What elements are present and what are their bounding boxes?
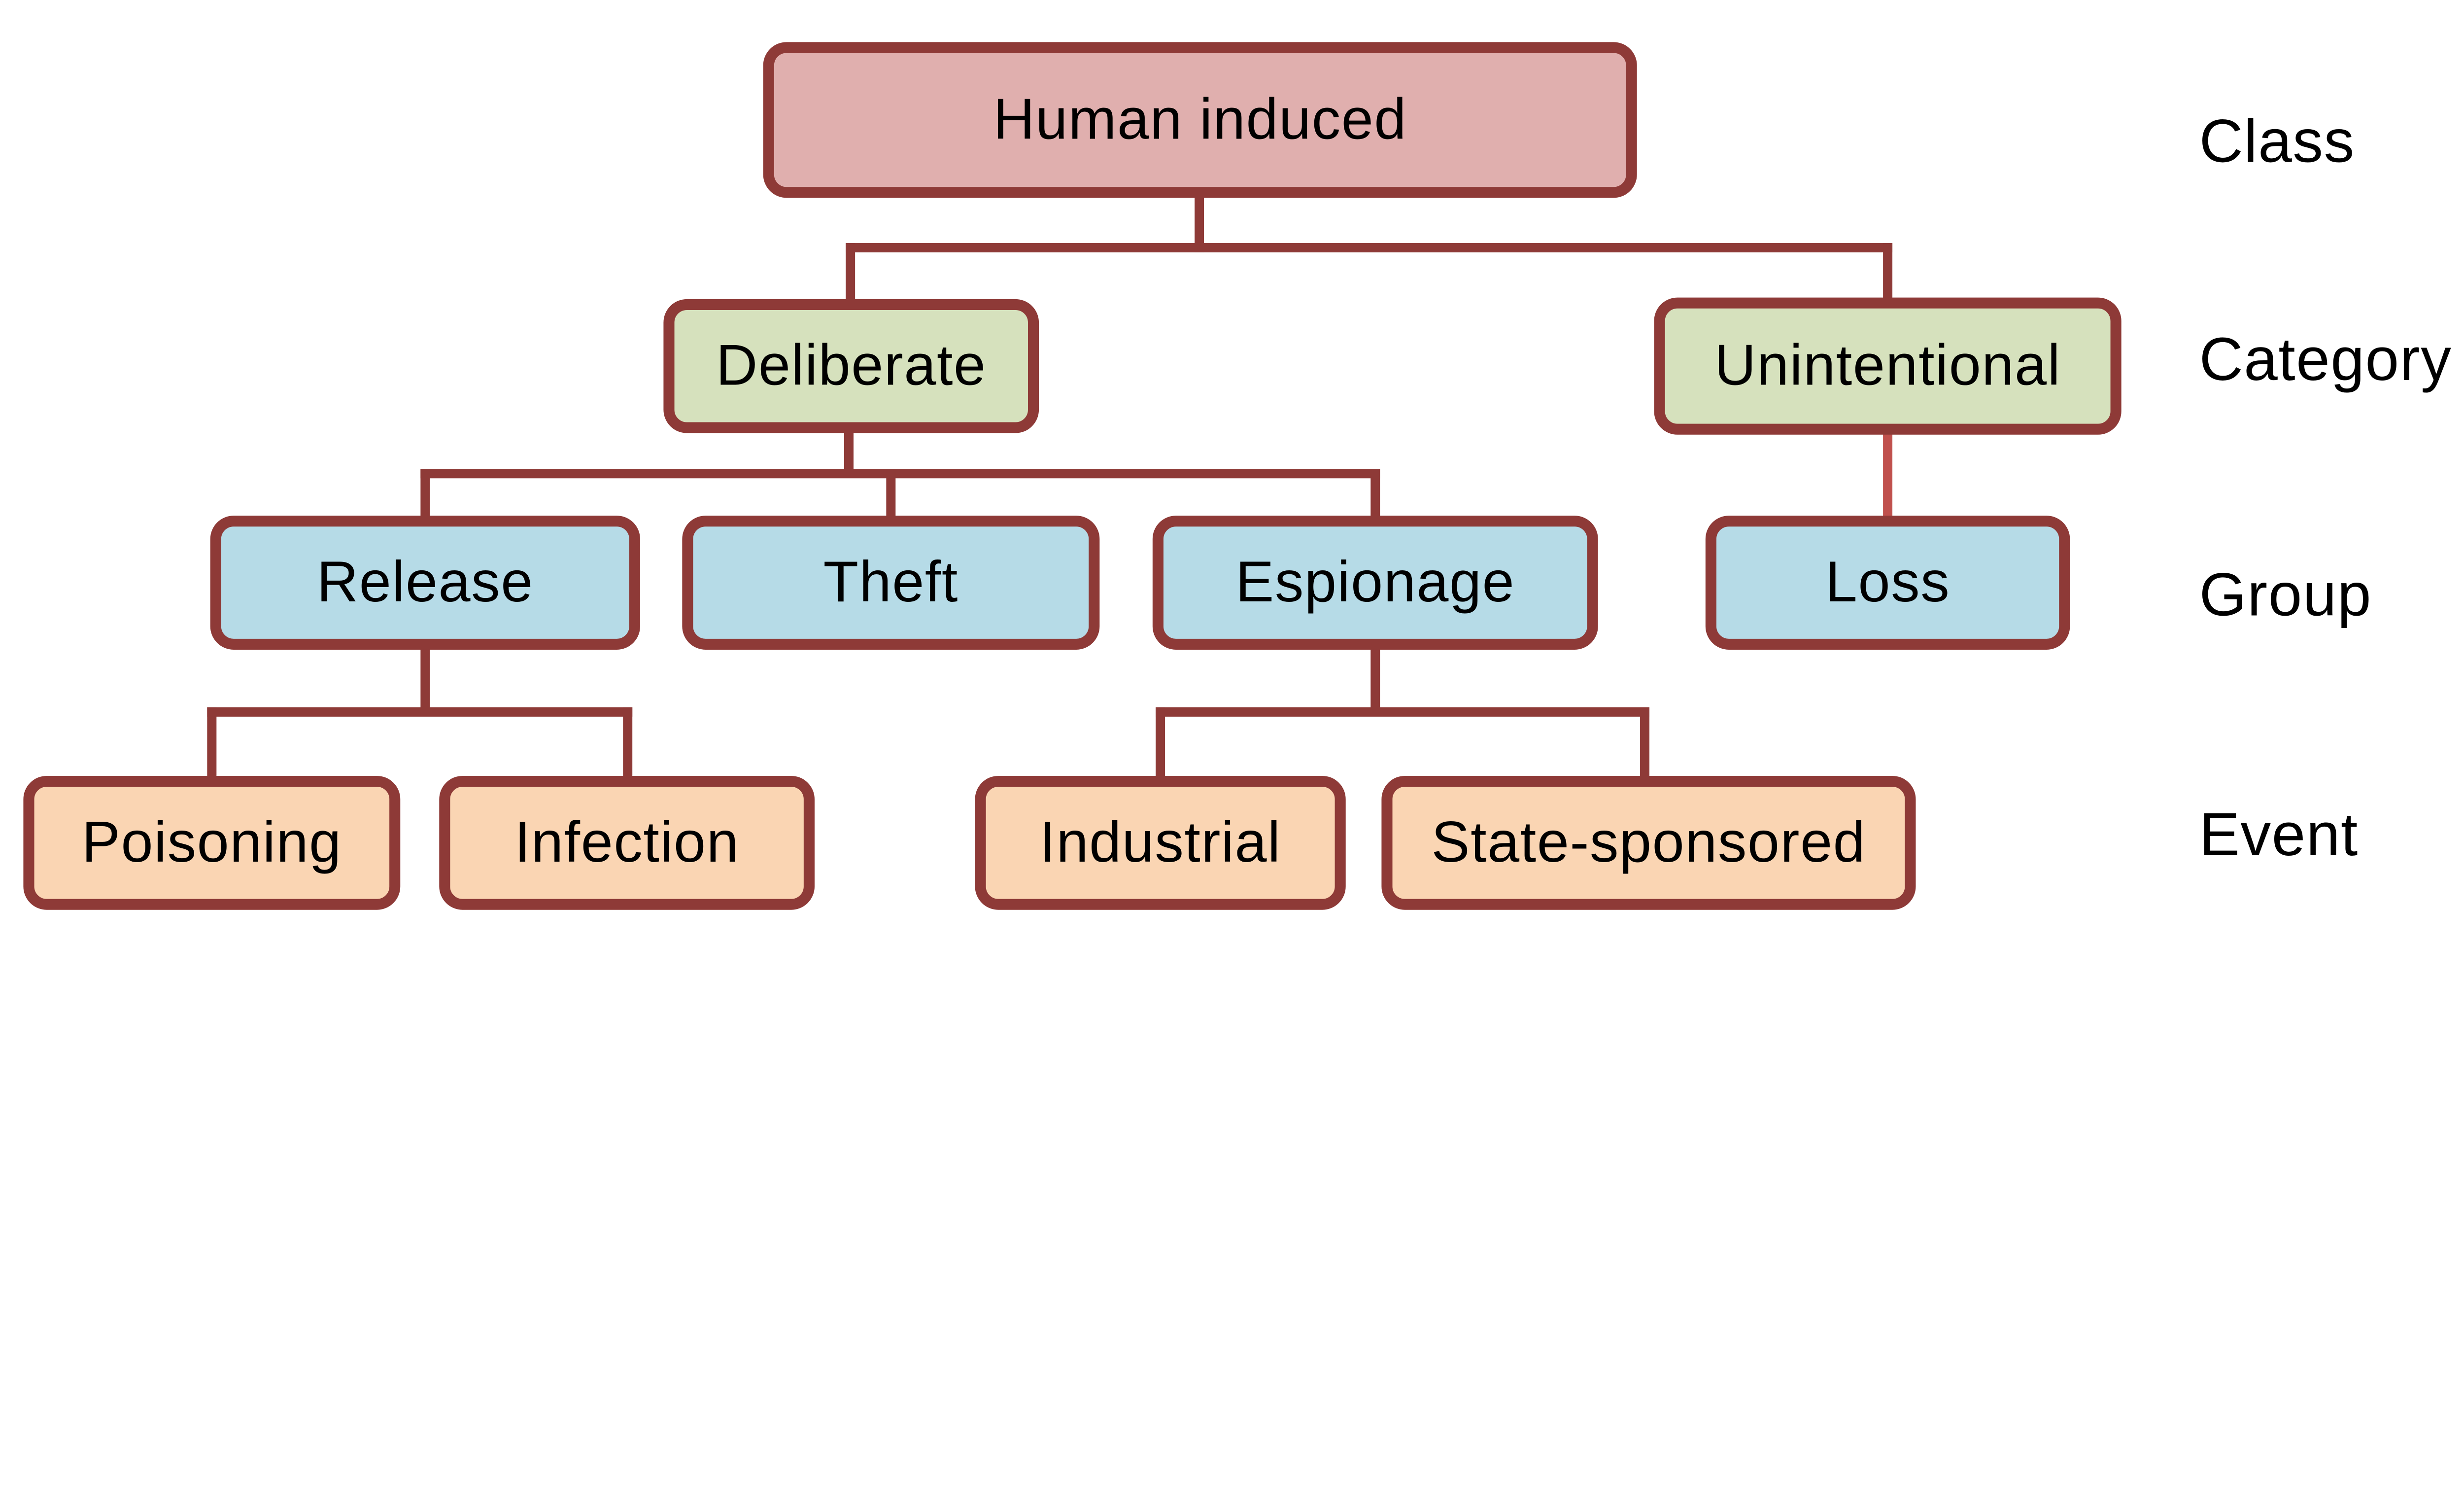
connector-drop-release xyxy=(420,469,430,522)
node-loss: Loss xyxy=(1705,516,2070,650)
connector-release-bar xyxy=(207,707,633,717)
connector-drop-theft xyxy=(886,469,896,522)
level-label-category: Category xyxy=(2199,327,2452,394)
connector-drop-poisoning xyxy=(207,707,217,782)
node-unintentional: Unintentional xyxy=(1654,297,2122,435)
connector-drop-espionage xyxy=(1370,469,1380,522)
connector-drop-state-sponsored xyxy=(1640,707,1650,782)
node-theft: Theft xyxy=(682,516,1100,650)
node-state-sponsored: State-sponsored xyxy=(1381,775,1916,910)
connector-root-stem xyxy=(1195,187,1204,253)
connector-drop-deliberate xyxy=(846,243,856,309)
connector-espionage-stem xyxy=(1370,642,1380,714)
node-deliberate: Deliberate xyxy=(663,299,1039,433)
node-espionage: Espionage xyxy=(1152,516,1598,650)
node-poisoning: Poisoning xyxy=(23,775,401,910)
connector-drop-unintentional xyxy=(1883,243,1893,307)
level-label-group: Group xyxy=(2199,562,2372,629)
connector-release-stem xyxy=(420,642,430,714)
node-release: Release xyxy=(210,516,640,650)
connector-unintentional-loss xyxy=(1883,428,1893,522)
connector-root-bar xyxy=(846,243,1893,253)
level-label-class: Class xyxy=(2199,109,2355,176)
node-human-induced: Human induced xyxy=(763,42,1637,198)
connector-deliberate-stem xyxy=(844,423,854,475)
level-label-event: Event xyxy=(2199,802,2359,870)
connector-deliberate-bar xyxy=(420,469,1380,479)
node-infection: Infection xyxy=(439,775,815,910)
node-industrial: Industrial xyxy=(975,775,1346,910)
connector-espionage-bar xyxy=(1156,707,1650,717)
connector-drop-infection xyxy=(623,707,633,782)
connector-drop-industrial xyxy=(1156,707,1165,782)
taxonomy-diagram: Human induced Deliberate Unintentional R… xyxy=(23,42,2452,910)
